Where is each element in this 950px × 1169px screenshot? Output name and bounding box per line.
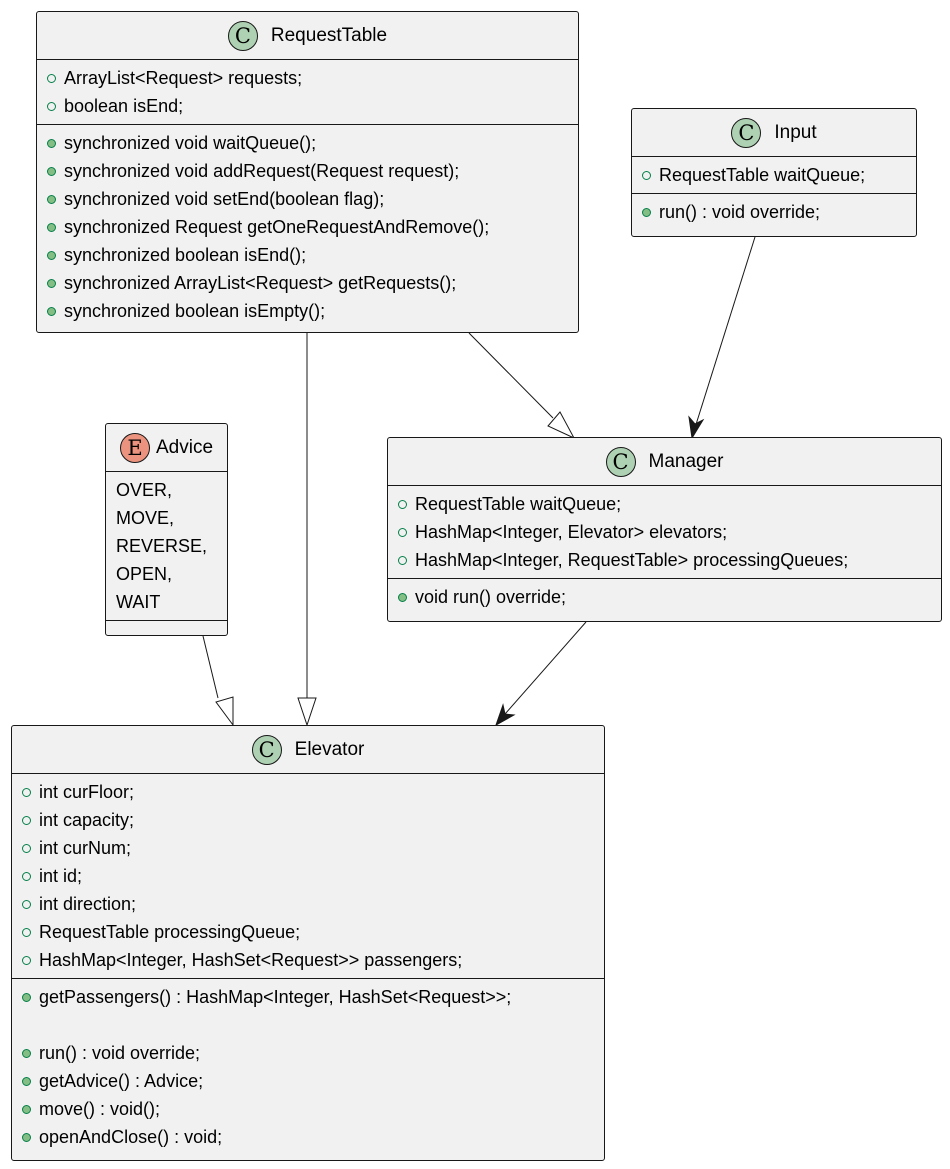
field-row: int curNum; [12, 834, 604, 862]
public-field-icon [22, 787, 31, 797]
field-row: int capacity; [12, 806, 604, 834]
field-row: HashMap<Integer, RequestTable> processin… [388, 546, 941, 574]
methods-section: run() : void override; [632, 194, 916, 230]
method-row: getPassengers() : HashMap<Integer, HashS… [12, 983, 604, 1011]
public-method-icon [47, 306, 56, 316]
class-name: RequestTable [270, 24, 388, 46]
method-row: synchronized ArrayList<Request> getReque… [37, 269, 578, 297]
enum-badge-icon: E [119, 432, 150, 463]
enum-constant: MOVE, [116, 507, 175, 528]
method-row: synchronized void waitQueue(); [37, 129, 578, 157]
field-row: RequestTable waitQueue; [632, 161, 916, 189]
public-field-icon [398, 499, 407, 509]
public-field-icon [22, 899, 31, 909]
class-header: C Manager [388, 438, 941, 486]
class-manager[interactable]: C Manager RequestTable waitQueue; HashMa… [387, 437, 942, 622]
public-field-icon [398, 527, 407, 537]
class-name: Input [774, 121, 817, 143]
public-method-icon [22, 992, 31, 1002]
methods-section: getPassengers() : HashMap<Integer, HashS… [12, 979, 604, 1155]
field-row: boolean isEnd; [37, 92, 578, 120]
public-method-icon [47, 278, 56, 288]
enum-advice[interactable]: E Advice OVER, MOVE, REVERSE, OPEN, WAIT [105, 423, 228, 636]
enum-constant: OVER, [116, 479, 173, 500]
association-manager-elevator [495, 621, 587, 727]
public-method-icon [22, 1104, 31, 1114]
class-name: Elevator [294, 738, 365, 760]
methods-section: void run() override; [388, 579, 941, 615]
enum-header: E Advice [106, 424, 227, 472]
enum-constant: REVERSE, [116, 535, 208, 556]
public-method-icon [47, 222, 56, 232]
field-row: int id; [12, 862, 604, 890]
public-field-icon [22, 871, 31, 881]
empty-section [106, 621, 227, 631]
class-header: C RequestTable [37, 12, 578, 60]
public-field-icon [22, 955, 31, 965]
class-badge-icon: C [731, 117, 762, 148]
method-row: getAdvice() : Advice; [12, 1067, 604, 1095]
class-badge-icon: C [227, 20, 258, 51]
public-method-icon [47, 250, 56, 260]
public-method-icon [47, 166, 56, 176]
public-method-icon [22, 1132, 31, 1142]
class-input[interactable]: C Input RequestTable waitQueue; run() : … [631, 108, 917, 237]
method-row: synchronized void addRequest(Request req… [37, 157, 578, 185]
public-method-icon [47, 194, 56, 204]
public-field-icon [22, 843, 31, 853]
field-row: RequestTable waitQueue; [388, 490, 941, 518]
enum-name: Advice [155, 436, 214, 458]
public-field-icon [47, 101, 56, 111]
generalization-requesttable-elevator [297, 333, 317, 727]
methods-section: synchronized void waitQueue(); synchroni… [37, 125, 578, 329]
method-row: void run() override; [388, 583, 941, 611]
method-row: synchronized void setEnd(boolean flag); [37, 185, 578, 213]
public-field-icon [398, 555, 407, 565]
field-row: ArrayList<Request> requests; [37, 64, 578, 92]
association-input-manager [688, 236, 756, 440]
class-elevator[interactable]: C Elevator int curFloor; int capacity; i… [11, 725, 605, 1161]
class-badge-icon: C [251, 734, 282, 765]
method-row: move() : void(); [12, 1095, 604, 1123]
method-row: openAndClose() : void; [12, 1123, 604, 1151]
constants-section: OVER, MOVE, REVERSE, OPEN, WAIT [106, 472, 227, 621]
class-header: C Elevator [12, 726, 604, 774]
field-row: HashMap<Integer, Elevator> elevators; [388, 518, 941, 546]
fields-section: RequestTable waitQueue; [632, 157, 916, 194]
public-method-icon [22, 1048, 31, 1058]
method-row: synchronized Request getOneRequestAndRem… [37, 213, 578, 241]
public-field-icon [642, 170, 651, 180]
class-name: Manager [648, 450, 724, 472]
method-row: run() : void override; [632, 198, 916, 226]
field-row: RequestTable processingQueue; [12, 918, 604, 946]
field-row: HashMap<Integer, HashSet<Request>> passe… [12, 946, 604, 974]
public-method-icon [22, 1076, 31, 1086]
field-row: int curFloor; [12, 778, 604, 806]
enum-constant: WAIT [116, 591, 161, 612]
generalization-requesttable-manager [468, 332, 576, 440]
class-header: C Input [632, 109, 916, 157]
fields-section: RequestTable waitQueue; HashMap<Integer,… [388, 486, 941, 579]
class-badge-icon: C [605, 446, 636, 477]
public-method-icon [642, 207, 651, 217]
fields-section: ArrayList<Request> requests; boolean isE… [37, 60, 578, 125]
public-field-icon [22, 927, 31, 937]
generalization-advice-elevator [202, 635, 234, 727]
class-requesttable[interactable]: C RequestTable ArrayList<Request> reques… [36, 11, 579, 333]
method-row: synchronized boolean isEnd(); [37, 241, 578, 269]
public-field-icon [47, 73, 56, 83]
public-method-icon [398, 592, 407, 602]
public-method-icon [47, 138, 56, 148]
fields-section: int curFloor; int capacity; int curNum; … [12, 774, 604, 979]
enum-constant: OPEN, [116, 563, 173, 584]
public-field-icon [22, 815, 31, 825]
method-row: run() : void override; [12, 1039, 604, 1067]
method-spacer [12, 1011, 604, 1039]
method-row: synchronized boolean isEmpty(); [37, 297, 578, 325]
field-row: int direction; [12, 890, 604, 918]
